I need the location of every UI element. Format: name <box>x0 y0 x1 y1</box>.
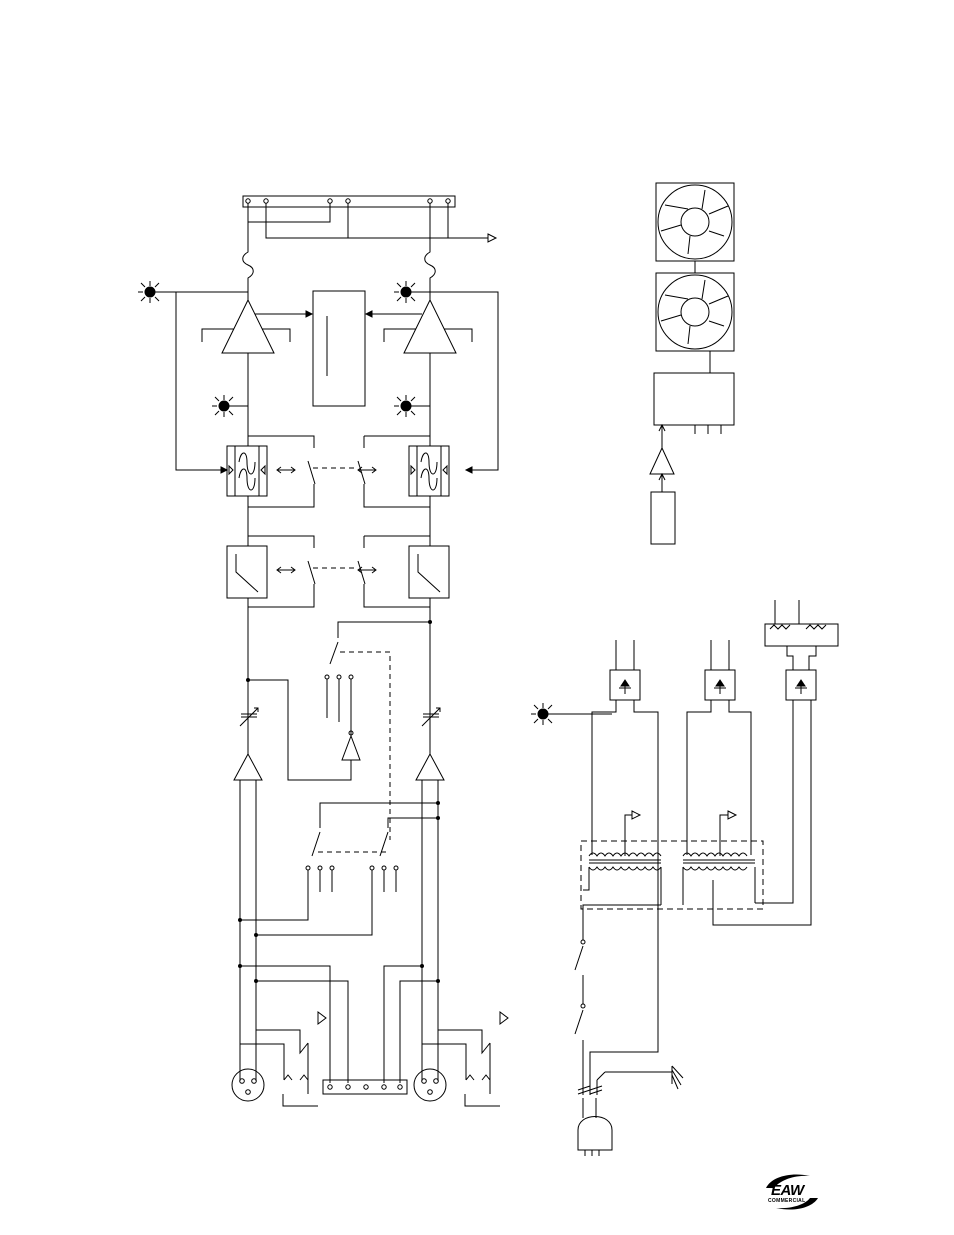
cooling-fan <box>656 183 734 261</box>
led-indicator <box>212 395 248 417</box>
power-cord-plug <box>578 1086 612 1156</box>
output-fuse-left <box>243 222 254 300</box>
highpass-filter-left <box>227 546 267 716</box>
xlr-input-left <box>232 1012 326 1106</box>
output-fuse-right <box>425 222 436 300</box>
led-indicator <box>394 395 430 417</box>
mode-select-switch <box>325 622 430 840</box>
power-switch <box>575 905 683 1095</box>
input-buffer-left <box>234 720 262 1068</box>
input-mode-switch <box>240 803 438 935</box>
brand-name: EAW <box>771 1183 817 1198</box>
brand-subtitle: COMMERCIAL <box>768 1198 822 1204</box>
power-amp-left <box>202 300 312 446</box>
feedback-line-right <box>430 292 498 470</box>
limiter-left <box>227 446 267 546</box>
filter-bypass-switch <box>248 536 430 607</box>
output-terminal-strip <box>243 196 496 242</box>
rectifier <box>592 640 658 905</box>
input-buffer-right <box>416 720 444 1068</box>
rectifier <box>713 670 816 925</box>
inverter <box>248 680 360 780</box>
protection-block <box>313 291 365 406</box>
temperature-sensor <box>651 492 675 544</box>
thermistor-block <box>765 600 838 670</box>
fan-driver <box>650 425 674 492</box>
highpass-filter-right <box>409 546 449 716</box>
feedback-line-left <box>176 292 227 470</box>
level-attenuator-left <box>240 700 258 726</box>
led-indicator <box>138 281 248 303</box>
limiter-bypass-switch <box>248 436 430 507</box>
level-attenuator-right <box>422 700 440 726</box>
xlr-input-right <box>414 1012 508 1106</box>
power-transformer <box>581 811 763 909</box>
rectifier <box>687 640 751 855</box>
power-led <box>531 703 612 725</box>
fan-control-block <box>654 373 734 434</box>
power-amp-right <box>366 300 472 446</box>
led-indicator <box>394 281 430 303</box>
cooling-fan <box>656 273 734 351</box>
limiter-right <box>409 446 449 546</box>
link-terminal-strip <box>323 1080 407 1094</box>
